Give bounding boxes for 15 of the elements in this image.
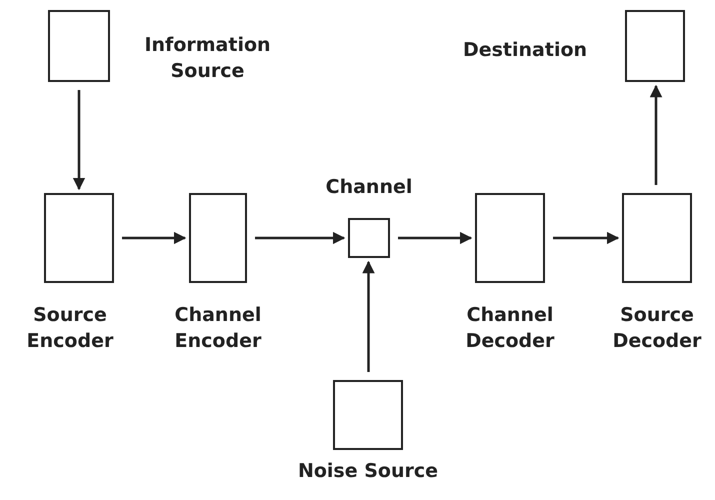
arrow <box>362 260 375 372</box>
node-label: Noise Source <box>296 459 440 484</box>
arrow <box>398 232 472 244</box>
arrow <box>553 232 620 244</box>
arrow <box>255 232 346 244</box>
arrow <box>650 84 662 185</box>
node-label: Source Decoder <box>612 303 702 354</box>
arrow <box>122 232 186 244</box>
node-label: Channel <box>324 175 414 200</box>
node-label: Information Source <box>143 33 272 84</box>
node-label: Channel Encoder <box>174 303 262 354</box>
node-label: Channel Decoder <box>464 303 556 354</box>
node-label: Source Encoder <box>26 303 114 354</box>
node-label: Destination <box>462 38 588 63</box>
arrow <box>72 90 86 190</box>
